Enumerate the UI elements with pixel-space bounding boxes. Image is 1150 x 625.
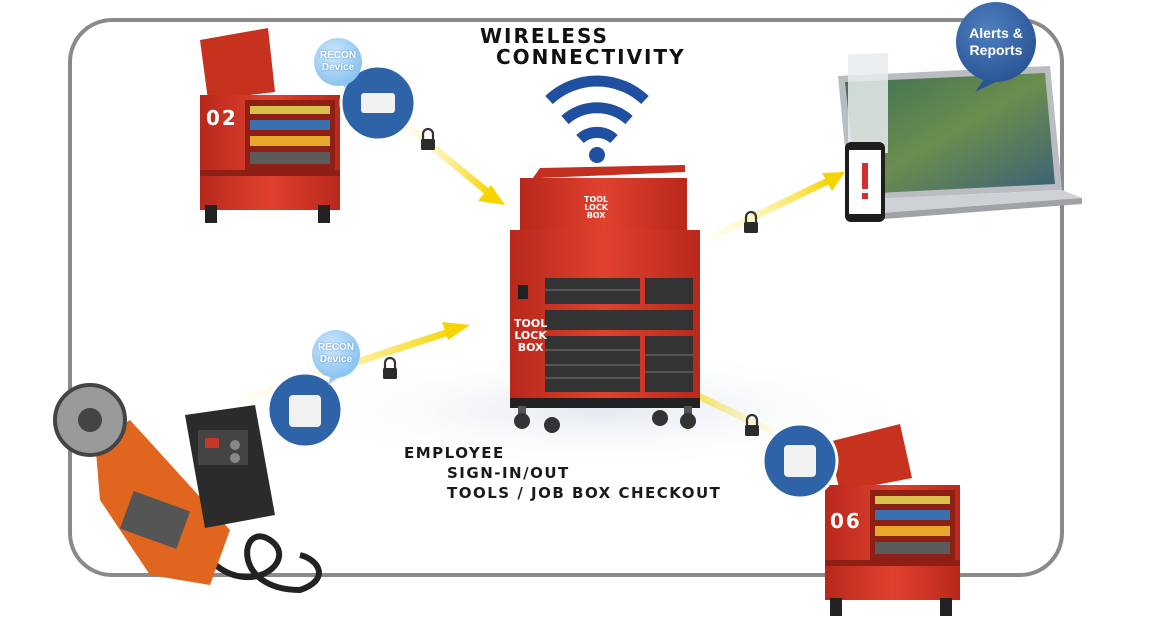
alerts-reports-bubble: Alerts &Reports (956, 2, 1036, 82)
employee-line3: TOOLS / JOB BOX CHECKOUT (447, 486, 721, 501)
padlock-icon (383, 358, 397, 379)
recon-device-icon (784, 445, 816, 477)
toollockbox-logo-lid: TOOL LOCK BOX (584, 196, 608, 220)
recon-device-icon (361, 93, 395, 113)
toollockbox-logo-side: TOOL LOCK BOX (514, 318, 547, 354)
alerts-label-line1: Alerts & (969, 25, 1023, 41)
wifi-icon (549, 81, 645, 163)
job-box-number-06: 06 (830, 509, 862, 533)
job-box-number-02: 02 (206, 106, 238, 130)
recon-device-left (268, 373, 342, 447)
employee-line1: EMPLOYEE (404, 446, 505, 461)
title-line1: WIRELESS (480, 26, 609, 46)
title-line2: CONNECTIVITY (496, 47, 686, 67)
phone (845, 142, 885, 222)
employee-line2: SIGN-IN/OUT (447, 466, 570, 481)
recon-device-icon (289, 395, 321, 427)
recon-label-line1: RECON (320, 50, 356, 61)
arrow-right (705, 172, 845, 240)
padlock-icon (421, 129, 435, 150)
alerts-label-line2: Reports (970, 42, 1023, 58)
arrow-top-left (400, 120, 505, 205)
recon-label-line2: Device (322, 62, 354, 73)
alert-exclamation-icon (862, 163, 868, 189)
logo-line3: BOX (584, 212, 608, 220)
recon-device-right (763, 424, 837, 498)
recon-label-line1: RECON (318, 342, 354, 353)
recon-label-line2: Device (320, 354, 352, 365)
logo-line3: BOX (514, 342, 547, 354)
